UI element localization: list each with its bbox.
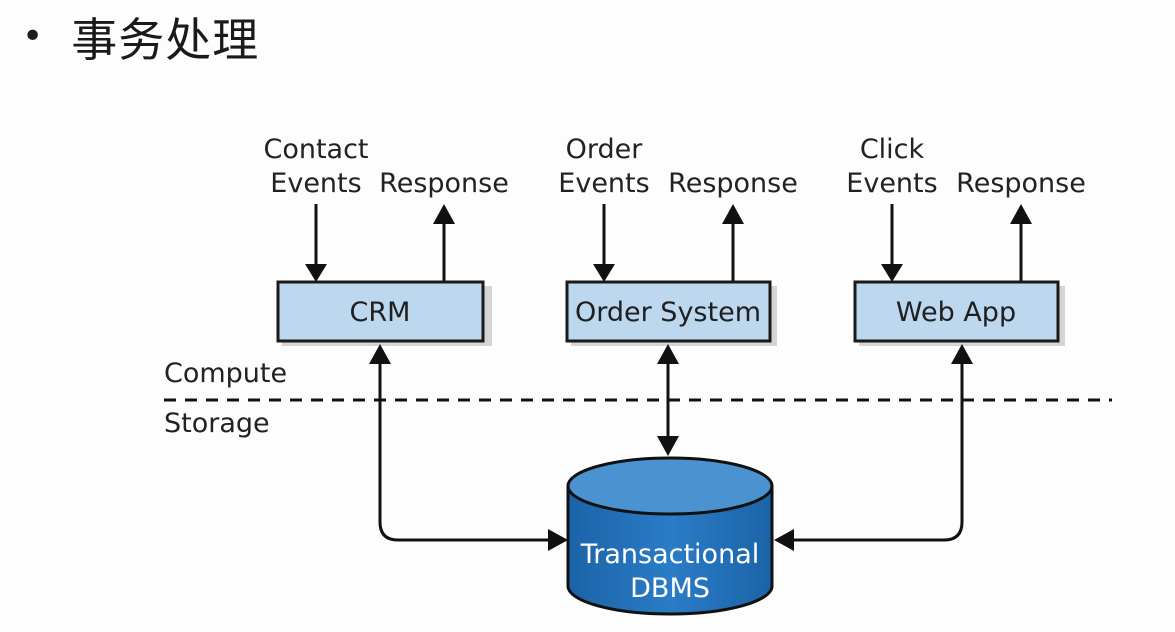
order-input-arrowhead [593, 264, 615, 282]
order-input-label-line1: Order [566, 134, 644, 165]
storage-label: Storage [164, 408, 270, 439]
order-system-box [565, 280, 772, 343]
bullet-point: • [22, 16, 44, 57]
crm-input-arrowhead [305, 264, 327, 282]
web-db-connector [790, 362, 964, 542]
web-output-label: Response [956, 168, 1086, 199]
order-output-label: Response [668, 168, 798, 199]
order-output-arrowhead [722, 204, 744, 224]
web-input-arrowhead [881, 264, 903, 282]
db-top [566, 456, 774, 516]
compute-label: Compute [164, 358, 287, 389]
title-row: • 事务处理 [22, 2, 259, 72]
db-body [566, 484, 774, 616]
slide-title: 事务处理 [71, 13, 260, 67]
crm-connector-arrowhead-up [369, 344, 391, 364]
db-label-line1: Transactional [580, 539, 760, 570]
db-label-line2: DBMS [630, 573, 710, 604]
crm-output-arrowhead [433, 204, 455, 224]
crm-input-label-line2: Events [270, 168, 361, 199]
web-input-label-line1: Click [860, 134, 925, 165]
order-system-box-label: Order System [575, 297, 761, 328]
crm-input-label-line1: Contact [263, 134, 368, 165]
transactional-dbms-cylinder: Transactional DBMS [566, 456, 774, 616]
web-app-box-label: Web App [896, 297, 1016, 328]
order-input-label-line2: Events [558, 168, 649, 199]
crm-db-connector [378, 362, 552, 542]
crm-output-label: Response [379, 168, 509, 199]
crm-box [276, 280, 485, 343]
crm-connector-arrowhead-right [548, 529, 568, 551]
web-input-label-line2: Events [846, 168, 937, 199]
crm-box-label: CRM [350, 297, 411, 328]
web-connector-arrowhead-up [951, 344, 973, 364]
order-connector-arrowhead-up [657, 344, 679, 364]
order-connector-arrowhead-down [657, 436, 679, 456]
web-app-box [853, 280, 1060, 343]
web-output-arrowhead [1010, 204, 1032, 224]
web-connector-arrowhead-left [774, 529, 794, 551]
